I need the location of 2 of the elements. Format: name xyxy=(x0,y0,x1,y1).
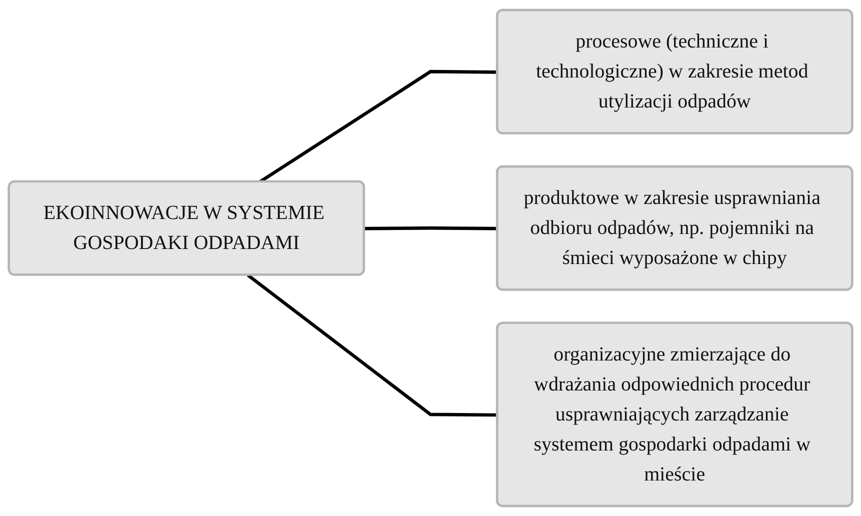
connector xyxy=(246,274,498,417)
connector xyxy=(364,226,498,230)
